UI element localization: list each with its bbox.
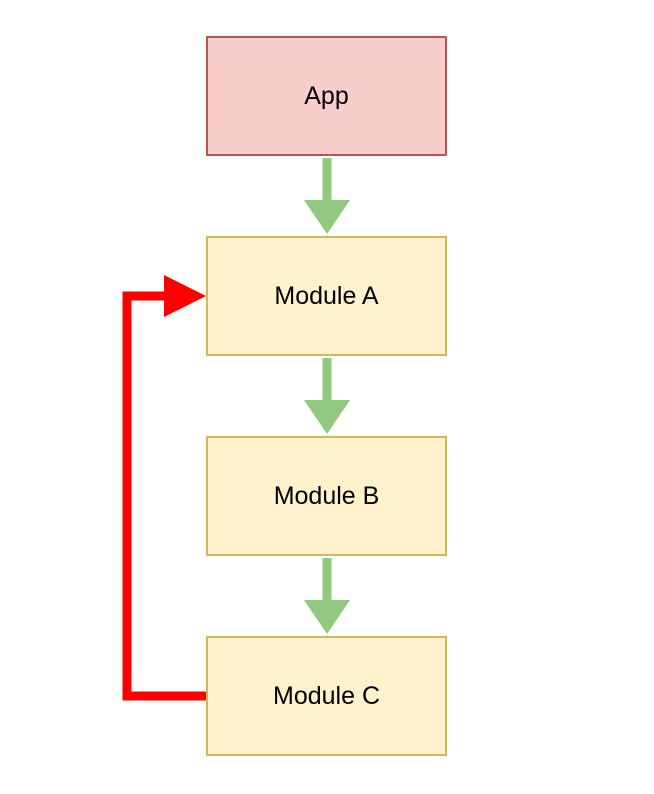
node-module-b-label: Module B	[273, 481, 380, 510]
arrow-module-b-to-module-c-head	[304, 600, 350, 634]
arrow-module-c-to-module-a-loop	[122, 275, 206, 701]
arrow-app-to-module-a	[304, 158, 350, 234]
arrow-app-to-module-a-head	[304, 200, 350, 234]
arrow-module-c-to-module-a-head	[164, 275, 206, 317]
arrow-module-a-to-module-b-head	[304, 400, 350, 434]
node-module-c-label: Module C	[273, 681, 380, 710]
arrow-module-a-to-module-b	[304, 358, 350, 434]
arrow-module-b-to-module-c	[304, 558, 350, 634]
arrow-module-c-to-module-a-shaft	[122, 291, 206, 701]
node-module-b: Module B	[206, 436, 447, 556]
node-app: App	[206, 36, 447, 156]
node-module-c: Module C	[206, 636, 447, 756]
node-module-a: Module A	[206, 236, 447, 356]
node-module-a-label: Module A	[274, 281, 379, 310]
node-app-label: App	[304, 81, 349, 110]
